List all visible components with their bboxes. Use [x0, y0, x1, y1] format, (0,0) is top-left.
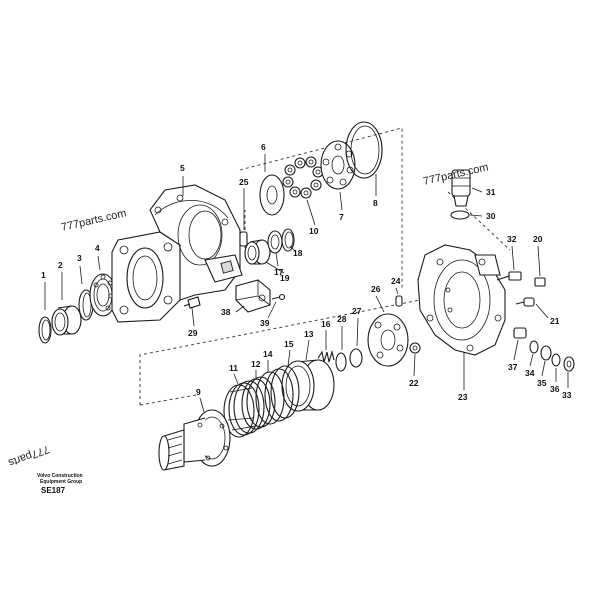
callout-23: 23 — [458, 392, 468, 402]
callout-9: 9 — [196, 387, 201, 397]
callout-25: 25 — [239, 177, 249, 187]
callout-4: 4 — [95, 243, 100, 253]
callout-18: 18 — [293, 248, 303, 258]
callout-34: 34 — [525, 368, 535, 378]
callout-leaders — [44, 154, 569, 413]
callout-27: 27 — [352, 306, 362, 316]
callout-12: 12 — [251, 359, 261, 369]
part-22-plug — [409, 342, 421, 354]
part-17-spacer — [267, 230, 283, 254]
callout-32: 32 — [507, 234, 517, 244]
part-29-plug — [183, 296, 201, 309]
callout-17: 17 — [274, 267, 284, 277]
part-18-snap-ring — [281, 228, 295, 252]
part-24-pin — [395, 295, 403, 307]
callout-5: 5 — [180, 163, 185, 173]
part-10-pistons — [282, 156, 324, 199]
company-line-2: Equipment Group — [40, 479, 82, 485]
callout-6: 6 — [261, 142, 266, 152]
callout-28: 28 — [337, 314, 347, 324]
part-21-plug — [515, 297, 535, 307]
callout-30: 30 — [486, 211, 496, 221]
callout-13: 13 — [304, 329, 314, 339]
part-13-brake-piston — [281, 359, 335, 412]
part-2-bushing — [51, 305, 82, 336]
part-9-shaft — [158, 409, 231, 471]
callout-22: 22 — [409, 378, 419, 388]
callout-26: 26 — [371, 284, 381, 294]
part-6-swash-plate — [259, 174, 285, 216]
part-28-snap-ring — [335, 352, 347, 372]
part-15-seal-rings — [264, 365, 300, 422]
diagram-code: SE187 — [41, 486, 66, 495]
callout-33: 33 — [562, 390, 572, 400]
callout-37: 37 — [508, 362, 518, 372]
callout-31: 31 — [486, 187, 496, 197]
callout-39: 39 — [260, 318, 270, 328]
callout-24: 24 — [391, 276, 401, 286]
callout-10: 10 — [309, 226, 319, 236]
callout-numbers: 1 2 3 4 5 6 7 8 9 10 11 12 13 14 15 16 1… — [41, 142, 572, 402]
part-14-ring — [255, 371, 285, 425]
watermark-bottom: 777parts — [6, 443, 51, 469]
callout-29: 29 — [188, 328, 198, 338]
callout-7: 7 — [339, 212, 344, 222]
callout-14: 14 — [263, 349, 273, 359]
part-39-screw — [271, 293, 286, 301]
part-7-valve-plate — [320, 140, 356, 190]
part-36-ring — [551, 353, 561, 367]
part-1-o-ring — [38, 316, 52, 344]
callout-2: 2 — [58, 260, 63, 270]
callout-36: 36 — [550, 384, 560, 394]
part-27-ring — [349, 348, 363, 368]
callout-20: 20 — [533, 234, 543, 244]
part-30-o-ring — [450, 210, 470, 220]
callout-15: 15 — [284, 339, 294, 349]
part-4-bearing — [89, 273, 117, 317]
part-25-pin — [239, 231, 248, 247]
callout-38: 38 — [221, 307, 231, 317]
callout-16: 16 — [321, 319, 331, 329]
part-38-valve-block — [235, 279, 271, 313]
part-11-plates — [223, 380, 265, 438]
callout-19: 19 — [280, 273, 290, 283]
part-19-spacer — [244, 239, 271, 265]
watermark-left: 777parts.com — [60, 207, 128, 234]
part-16-spring — [317, 349, 335, 363]
part-31-cartridge — [451, 169, 471, 207]
part-20-bolt — [534, 277, 546, 287]
callout-35: 35 — [537, 378, 547, 388]
part-8-large-ring — [345, 121, 383, 179]
part-35-ring — [540, 345, 552, 361]
part-37-fitting — [513, 327, 527, 339]
callout-1: 1 — [41, 270, 46, 280]
callout-3: 3 — [77, 253, 82, 263]
part-23-rear-cover — [417, 244, 506, 356]
part-34-ring — [529, 340, 539, 354]
callout-11: 11 — [229, 363, 238, 373]
callout-21: 21 — [550, 316, 560, 326]
company-label: Volvo Construction Equipment Group SE187 — [37, 473, 83, 495]
company-line-1: Volvo Construction — [37, 473, 83, 479]
callout-8: 8 — [373, 198, 378, 208]
part-26-plate — [367, 313, 409, 367]
part-32-bolt — [496, 271, 522, 281]
part-33-plug — [563, 356, 575, 372]
part-5-housing — [111, 184, 243, 323]
